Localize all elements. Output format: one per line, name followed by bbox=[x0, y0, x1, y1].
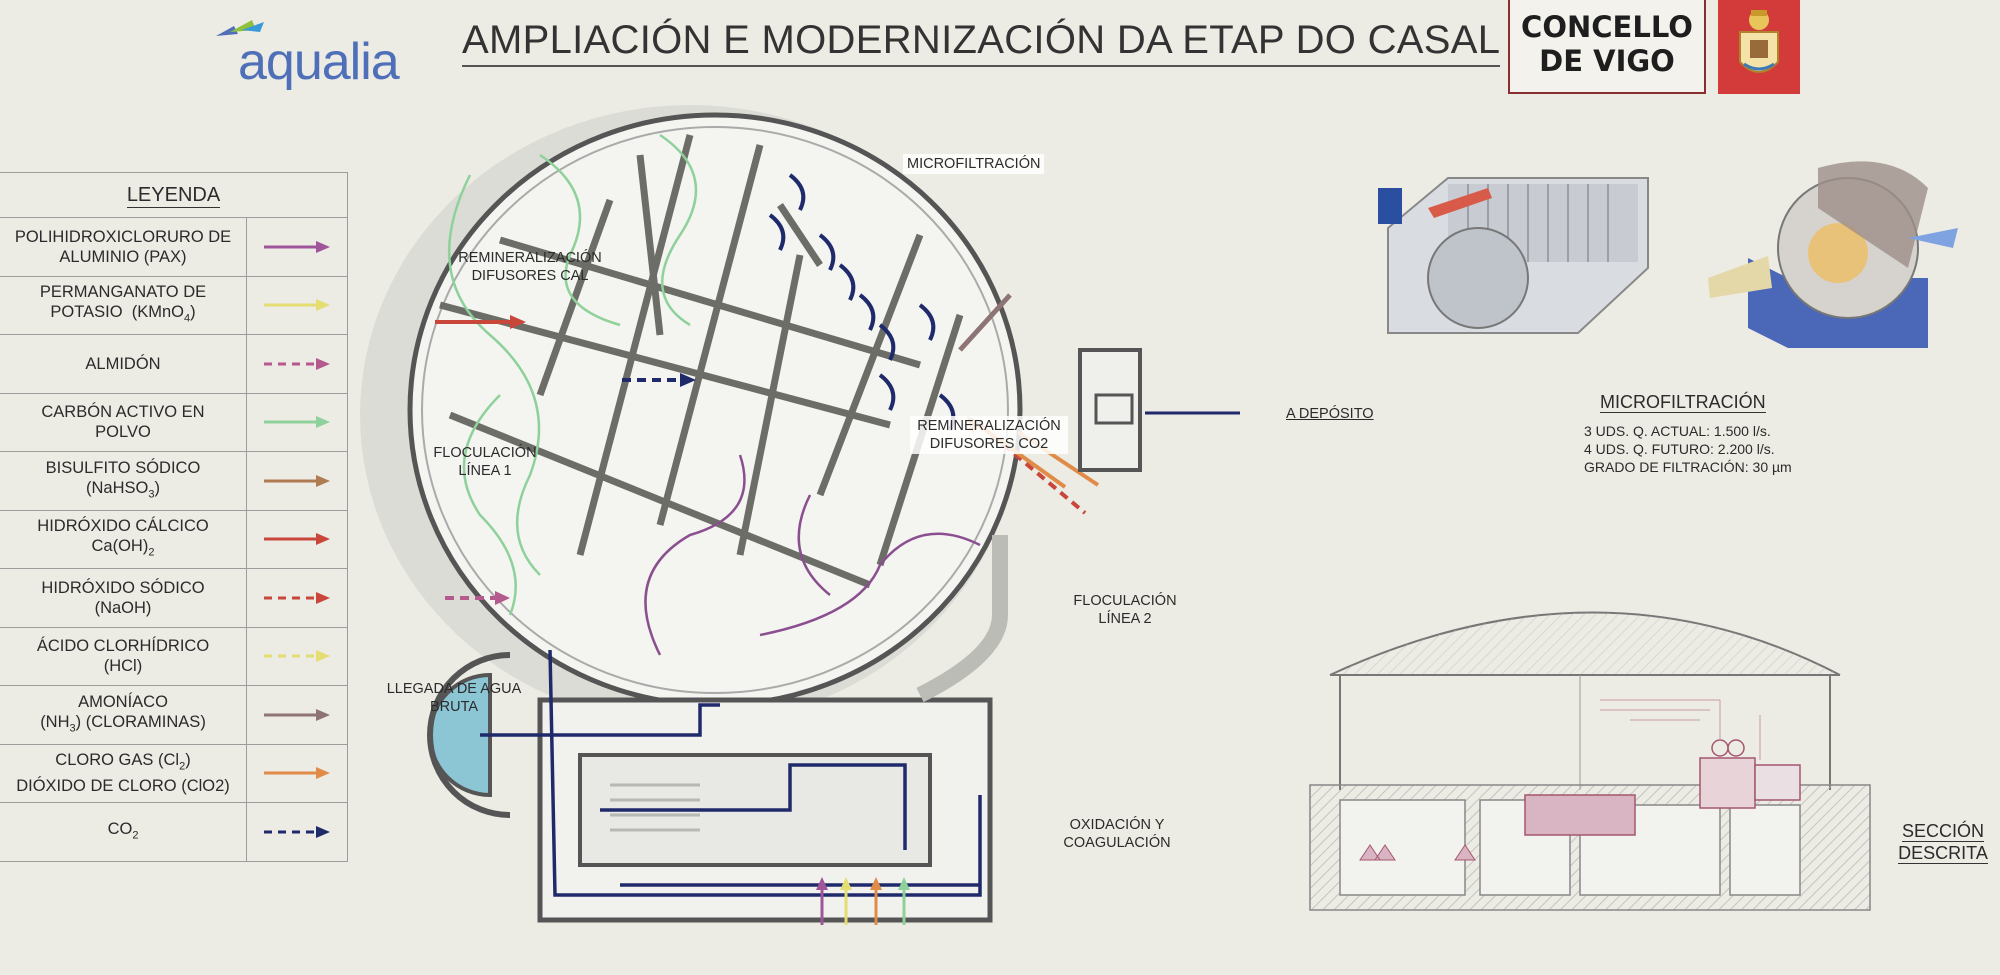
legend-arrow-icon bbox=[247, 452, 347, 510]
carbon-flow-lines bbox=[447, 133, 698, 616]
legend-label: ALMIDÓN bbox=[0, 335, 247, 393]
legend-arrow-icon bbox=[247, 335, 347, 393]
legend-arrow-icon bbox=[247, 569, 347, 627]
legend-arrow-icon bbox=[247, 511, 347, 569]
legend-row: BISULFITO SÓDICO(NaHSO3) bbox=[0, 451, 348, 510]
spec-line: 4 UDS. Q. FUTURO: 2.200 l/s. bbox=[1584, 441, 1775, 457]
legend-label: CLORO GAS (Cl2)DIÓXIDO DE CLORO (ClO2) bbox=[0, 744, 247, 802]
legend-arrow-icon bbox=[247, 218, 347, 276]
legend-label: POLIHIDROXICLORURO DE ALUMINIO (PAX) bbox=[0, 218, 247, 276]
aqualia-logo-mark-icon bbox=[216, 20, 264, 36]
legend-row: CO2 bbox=[0, 802, 348, 862]
label-floculacion-linea-1: FLOCULACIÓN LÍNEA 1 bbox=[433, 445, 537, 479]
legend-arrow-icon bbox=[247, 803, 347, 861]
building-section-drawing bbox=[1309, 611, 1871, 911]
legend-row: ÁCIDO CLORHÍDRICO(HCl) bbox=[0, 626, 348, 686]
section-label: SECCIÓN DESCRITA bbox=[1898, 821, 1988, 864]
legend-row: HIDRÓXIDO SÓDICO(NaOH) bbox=[0, 568, 348, 627]
drum-filter-machine-icon bbox=[1378, 177, 1649, 334]
label-remineralizacion-cal: REMINERALIZACIÓN DIFUSORES CAL bbox=[458, 250, 602, 284]
drum-filter-cutaway-icon bbox=[1708, 161, 1958, 348]
page-title: AMPLIACIÓN E MODERNIZACIÓN DA ETAP DO CA… bbox=[462, 18, 1501, 67]
legend-label: CO2 bbox=[0, 803, 247, 861]
legend-label: ÁCIDO CLORHÍDRICO(HCl) bbox=[0, 627, 247, 685]
label-remineralizacion-co2: REMINERALIZACIÓN DIFUSORES CO2 bbox=[910, 416, 1068, 454]
label-floculacion-linea-2: FLOCULACIÓN LÍNEA 2 bbox=[1073, 593, 1177, 627]
label-a-deposito: A DEPÓSITO bbox=[1286, 406, 1374, 422]
legend-row: CLORO GAS (Cl2)DIÓXIDO DE CLORO (ClO2) bbox=[0, 743, 348, 803]
legend-row: POLIHIDROXICLORURO DE ALUMINIO (PAX) bbox=[0, 217, 348, 276]
label-llegada-agua-bruta: LLEGADA DE AGUA BRUTA bbox=[386, 681, 522, 715]
legend-label: BISULFITO SÓDICO(NaHSO3) bbox=[0, 452, 247, 510]
concello-line-1: CONCELLO bbox=[1521, 10, 1693, 44]
pax-flow-lines bbox=[644, 454, 981, 656]
legend-arrow-icon bbox=[247, 277, 347, 335]
legend-row: ALMIDÓN bbox=[0, 334, 348, 393]
plant-diagram bbox=[360, 105, 1240, 925]
spec-line: GRADO DE FILTRACIÓN: 30 µm bbox=[1584, 459, 1792, 475]
legend-arrow-icon bbox=[247, 686, 347, 744]
legend-label: HIDRÓXIDO SÓDICO(NaOH) bbox=[0, 569, 247, 627]
label-microfiltracion: MICROFILTRACIÓN bbox=[903, 154, 1045, 174]
microfilter-illustrations bbox=[1378, 161, 1958, 348]
aqualia-logo: aqualia bbox=[208, 18, 408, 92]
legend-arrow-icon bbox=[247, 745, 347, 803]
legend-table: LEYENDA POLIHIDROXICLORURO DE ALUMINIO (… bbox=[0, 172, 348, 862]
concello-line-2: DE VIGO bbox=[1539, 44, 1675, 78]
legend-title: LEYENDA bbox=[0, 172, 348, 217]
vigo-coat-of-arms-icon bbox=[1718, 0, 1800, 94]
legend-arrow-icon bbox=[247, 628, 347, 686]
raw-water-circulation bbox=[480, 649, 982, 897]
legend-arrow-icon bbox=[247, 394, 347, 452]
spec-line: 3 UDS. Q. ACTUAL: 1.500 l/s. bbox=[1584, 423, 1771, 439]
microfiltration-panel-title: MICROFILTRACIÓN bbox=[1600, 392, 1766, 413]
legend-row: AMONÍACO(NH3) (CLORAMINAS) bbox=[0, 685, 348, 744]
label-oxidacion-coagulacion: OXIDACIÓN Y COAGULACIÓN bbox=[1063, 817, 1171, 851]
microfiltration-specs: 3 UDS. Q. ACTUAL: 1.500 l/s. 4 UDS. Q. F… bbox=[1584, 422, 1792, 476]
concello-de-vigo-badge: CONCELLO DE VIGO bbox=[1508, 0, 1706, 94]
logo-text: aqualia bbox=[238, 33, 400, 91]
legend-label: AMONÍACO(NH3) (CLORAMINAS) bbox=[0, 686, 247, 744]
